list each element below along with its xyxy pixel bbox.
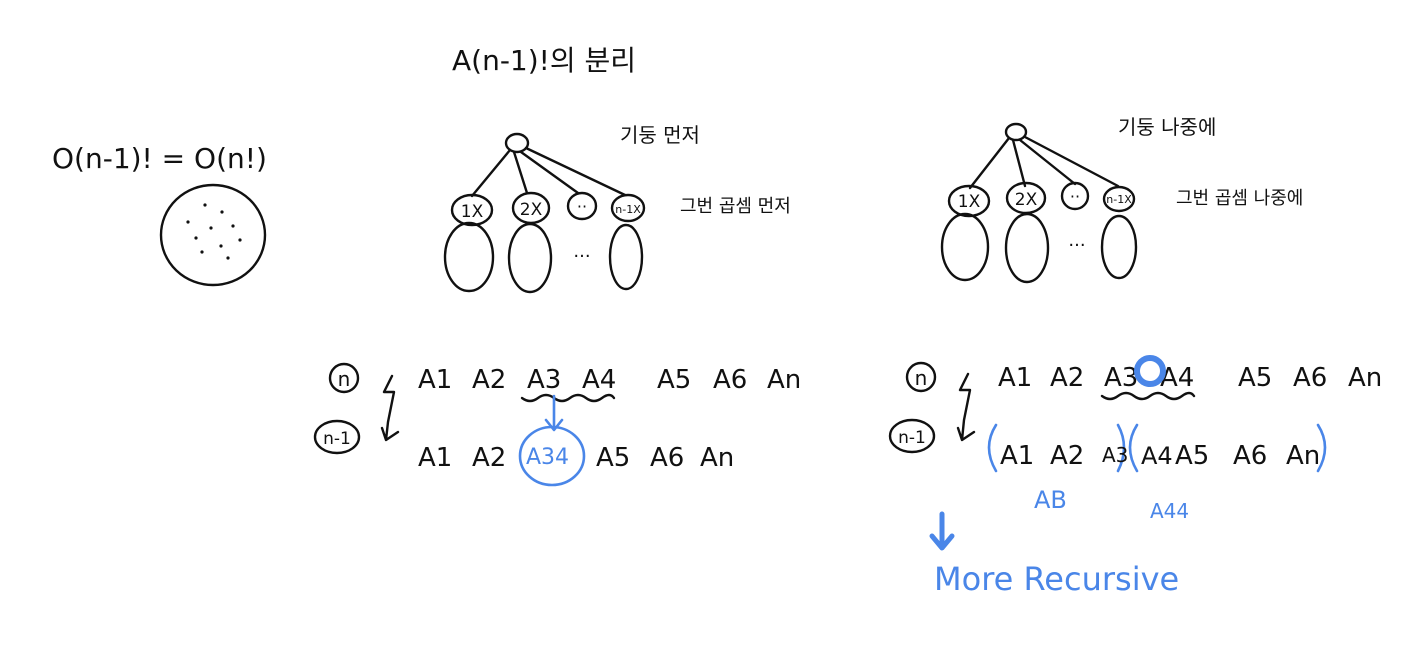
right-tree <box>940 122 1138 284</box>
ball-sketch <box>159 183 267 287</box>
middle-n1-a1: A1 <box>418 443 452 473</box>
middle-n1-an: An <box>700 443 734 473</box>
middle-n1-a2: A2 <box>472 443 506 473</box>
middle-branch-label: 그번 곱셈 먼저 <box>680 196 791 217</box>
middle-ellipsis: ··· <box>573 246 590 267</box>
middle-n-a4: A4 <box>582 365 616 395</box>
right-n1-circle <box>888 418 936 454</box>
more-recursive-arrow <box>929 511 955 551</box>
right-n-an: An <box>1348 363 1382 393</box>
right-child-2: 2X <box>1015 190 1038 210</box>
right-sub-label-ab: AB <box>1034 486 1067 514</box>
middle-n1-circle <box>313 419 361 455</box>
title-text: A(n-1)!의 분리 <box>452 44 636 77</box>
middle-child-3: ·· <box>577 197 587 216</box>
more-recursive-note: More Recursive <box>934 560 1179 598</box>
middle-child-1: 1X <box>461 202 484 222</box>
right-n1-a1: A1 <box>1000 441 1034 471</box>
right-sub-label-a44: A44 <box>1150 499 1189 523</box>
right-n-a3: A3 <box>1104 363 1138 393</box>
right-child-4: n-1X <box>1106 193 1132 206</box>
right-down-arrow <box>956 372 976 442</box>
middle-a34-circle <box>518 425 586 487</box>
right-wavy-underline <box>1100 391 1196 401</box>
complexity-formula: O(n-1)! = O(n!) <box>52 142 267 175</box>
right-row-n1-label: n-1 <box>898 428 926 448</box>
middle-n1-a5: A5 <box>596 443 630 473</box>
right-n1-an: An <box>1286 441 1320 471</box>
right-left-paren-open <box>987 423 998 473</box>
right-child-1: 1X <box>958 192 981 212</box>
right-right-paren-close <box>1316 423 1327 473</box>
middle-n-a1: A1 <box>418 365 452 395</box>
middle-row-n1-label: n-1 <box>323 429 351 449</box>
right-branch-label: 그번 곱셈 나중에 <box>1176 188 1303 209</box>
right-n1-a2: A2 <box>1050 441 1084 471</box>
middle-child-4: n-1X <box>615 203 641 216</box>
middle-n-a5: A5 <box>657 365 691 395</box>
middle-n-an: An <box>767 365 801 395</box>
right-split-marker <box>1134 355 1166 387</box>
middle-down-arrow <box>380 374 400 442</box>
right-n-a4: A4 <box>1160 363 1194 393</box>
middle-n-a2: A2 <box>472 365 506 395</box>
right-right-paren-open <box>1128 423 1139 473</box>
right-row-n-label: n <box>915 366 928 390</box>
right-n1-a5: A5 <box>1175 441 1209 471</box>
right-n-a6: A6 <box>1293 363 1327 393</box>
middle-tree <box>443 132 646 294</box>
right-n1-a6: A6 <box>1233 441 1267 471</box>
middle-n1-a34: A34 <box>526 445 569 470</box>
right-child-3: ·· <box>1070 187 1080 206</box>
right-tree-label: 기둥 나중에 <box>1118 115 1216 139</box>
right-n1-a4: A4 <box>1141 442 1173 470</box>
middle-child-2: 2X <box>520 200 543 220</box>
right-left-paren-close <box>1116 423 1126 473</box>
right-n-circle <box>905 361 937 393</box>
middle-merge-arrow <box>544 394 564 432</box>
middle-wavy-underline <box>520 393 616 403</box>
middle-n-a3: A3 <box>527 365 561 395</box>
right-n1-a3: A3 <box>1102 443 1128 467</box>
middle-tree-label: 기둥 먼저 <box>620 123 700 147</box>
middle-n-a6: A6 <box>713 365 747 395</box>
right-n-a5: A5 <box>1238 363 1272 393</box>
middle-n-circle <box>328 362 360 394</box>
right-ellipsis: ··· <box>1068 235 1085 256</box>
right-n-a1: A1 <box>998 363 1032 393</box>
middle-row-n-label: n <box>338 367 351 391</box>
middle-n1-a6: A6 <box>650 443 684 473</box>
right-n-a2: A2 <box>1050 363 1084 393</box>
